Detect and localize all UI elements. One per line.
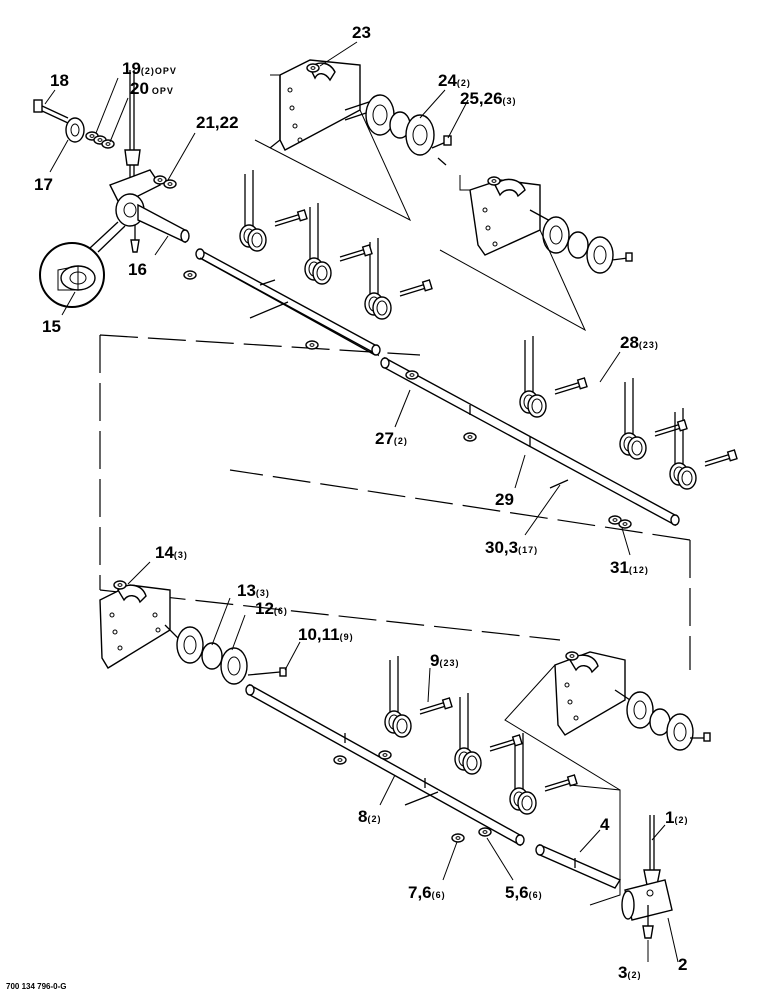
callout-25-26: 25,26(3) [460, 89, 517, 108]
callout-12: 12(6) [255, 599, 288, 618]
callout-18: 18 [50, 71, 69, 90]
lower-left-bracket [99, 580, 287, 685]
callout-10-11: 10,11(9) [298, 625, 354, 644]
callout-13: 13(3) [237, 581, 270, 600]
dash-outline [99, 334, 691, 670]
middle-right-shaft [380, 335, 738, 529]
callout-21-22: 21,22 [196, 113, 239, 132]
callout-15: 15 [42, 317, 61, 336]
upper-right-bracket [439, 175, 633, 332]
callout-8: 8(2) [358, 807, 381, 826]
idler-assembly [33, 70, 190, 308]
drawing-code: 700 134 796-0-G [6, 982, 67, 991]
callout-29: 29 [495, 490, 514, 509]
upper-left-shaft [183, 169, 433, 357]
callout-4: 4 [600, 815, 610, 834]
callout-23: 23 [352, 23, 371, 42]
callout-30-3: 30,3(17) [485, 538, 538, 557]
callout-17: 17 [34, 175, 53, 194]
callout-14: 14(3) [155, 543, 188, 562]
upper-bearing-bracket [254, 59, 452, 222]
callout-1: 1(2) [665, 808, 688, 827]
lower-right-bracket [504, 651, 711, 939]
callout-3: 3(2) [618, 963, 641, 982]
callout-5-6: 5,6(6) [505, 883, 543, 902]
callout-19: 19(2)OPV [122, 59, 177, 78]
callout-28: 28(23) [620, 333, 659, 352]
callout-7-6: 7,6(6) [408, 883, 446, 902]
callout-27: 27(2) [375, 429, 408, 448]
callout-9: 9(23) [430, 651, 459, 670]
callout-16: 16 [128, 260, 147, 279]
leader-lines [44, 41, 679, 963]
callout-31: 31(12) [610, 558, 649, 577]
lower-main-shaft [245, 655, 578, 847]
callout-2: 2 [678, 955, 687, 974]
callout-24: 24(2) [438, 71, 471, 90]
